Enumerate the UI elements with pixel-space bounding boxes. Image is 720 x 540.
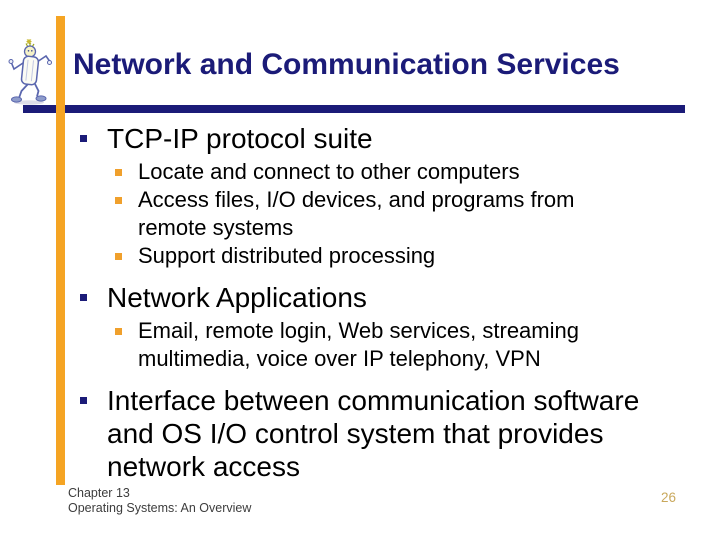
sub-bullet-square-icon (115, 242, 138, 260)
footer-chapter: Chapter 13 (68, 486, 130, 500)
footer-book-title: Operating Systems: An Overview (68, 501, 252, 515)
sub-bullet-group-network-applications: Email, remote login, Web services, strea… (115, 317, 690, 373)
sub-bullet-text: Email, remote login, Web services, strea… (138, 318, 579, 371)
sub-bullet-item: Email, remote login, Web services, strea… (115, 317, 690, 373)
bullet-square-icon (80, 384, 107, 404)
bullet-square-icon (80, 281, 107, 301)
bullet-text: Network Applications (107, 282, 367, 313)
sub-bullet-text: Locate and connect to other computers (138, 159, 520, 184)
sub-bullet-square-icon (115, 186, 138, 204)
bullet-square-icon (80, 122, 107, 142)
title-underline-rule (23, 105, 685, 113)
bullet-item-tcp-ip: TCP-IP protocol suite (80, 122, 690, 155)
footer: Chapter 13 Operating Systems: An Overvie… (68, 486, 251, 516)
sub-bullet-text: Support distributed processing (138, 243, 436, 268)
sub-bullet-square-icon (115, 158, 138, 176)
orange-accent-bar (56, 16, 65, 485)
sub-bullet-text: Access files, I/O devices, and programs … (138, 187, 575, 240)
sub-bullet-item: Support distributed processing (115, 242, 690, 270)
sub-bullet-item: Access files, I/O devices, and programs … (115, 186, 690, 242)
sub-bullet-square-icon (115, 317, 138, 335)
bullet-text: Interface between communication software… (107, 385, 640, 482)
bullet-item-interface: Interface between communication software… (80, 384, 690, 483)
bullet-text: TCP-IP protocol suite (107, 123, 373, 154)
page-number: 26 (660, 490, 676, 505)
sub-bullet-group-tcp-ip: Locate and connect to other computers Ac… (115, 158, 690, 270)
slide-title: Network and Communication Services (73, 48, 620, 81)
slide-body: TCP-IP protocol suite Locate and connect… (80, 122, 690, 486)
bullet-item-network-applications: Network Applications (80, 281, 690, 314)
sub-bullet-item: Locate and connect to other computers (115, 158, 690, 186)
walking-robot-icon (6, 38, 54, 106)
